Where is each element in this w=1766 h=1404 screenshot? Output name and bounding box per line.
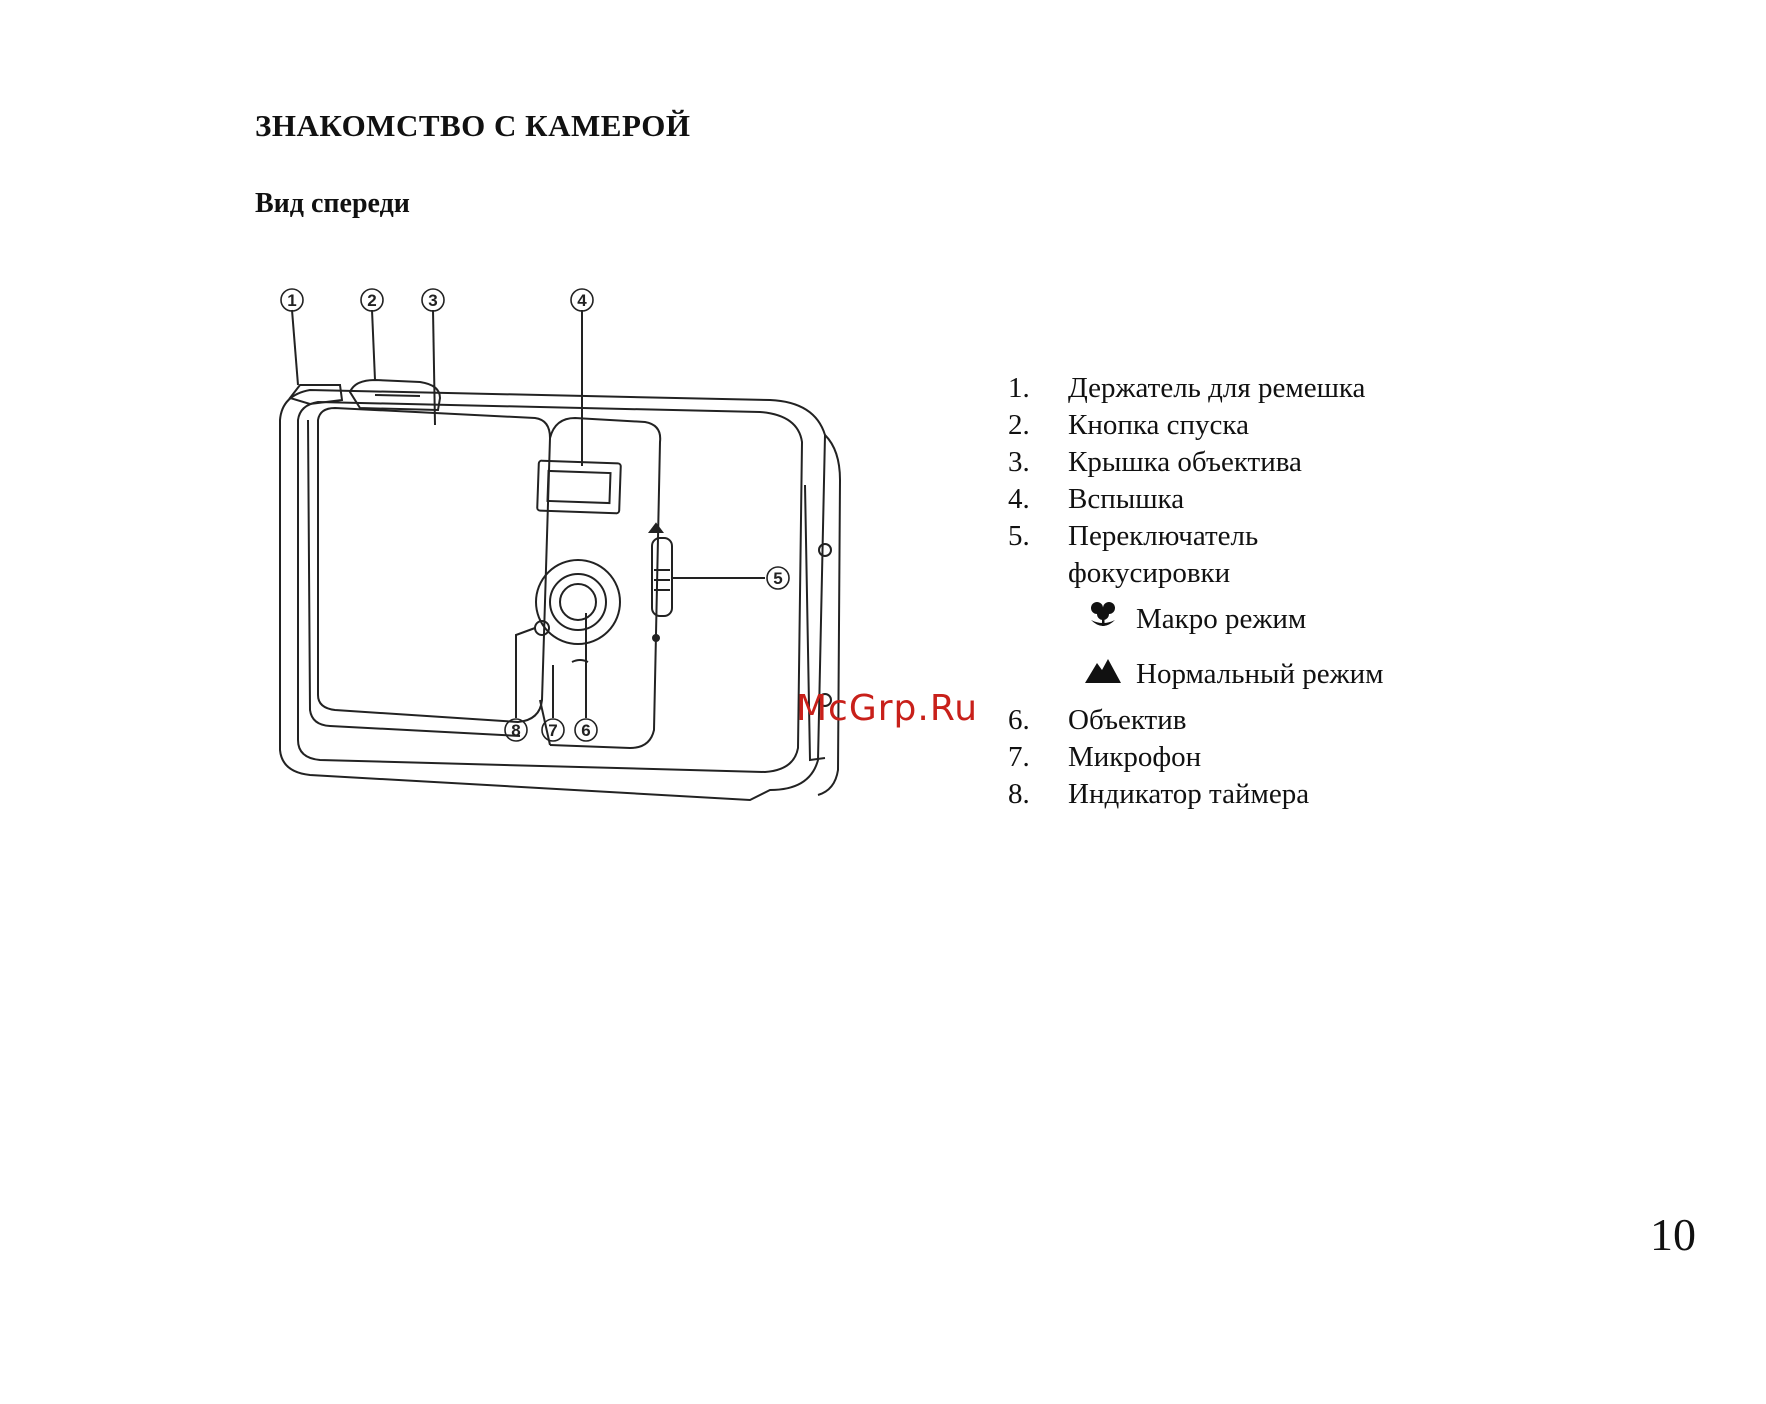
legend-number: 8.	[1008, 776, 1030, 813]
macro-flower-icon	[1083, 598, 1123, 632]
legend-number: 7.	[1008, 739, 1030, 776]
legend-text: Держатель для ремешка	[1068, 372, 1365, 404]
legend-item: 6. Объектив	[1008, 702, 1528, 739]
legend-item: 7. Микрофон	[1008, 739, 1528, 776]
legend-text: Вспышка	[1068, 483, 1184, 515]
legend-sub-item-normal: Нормальный режим	[1008, 647, 1528, 702]
legend-sub-text: Макро режим	[1136, 603, 1306, 635]
page-number: 10	[1650, 1208, 1696, 1261]
legend-number: 4.	[1008, 481, 1030, 518]
legend-item: 8. Индикатор таймера	[1008, 776, 1528, 813]
legend-text: фокусировки	[1068, 557, 1230, 589]
page-title: ЗНАКОМСТВО С КАМЕРОЙ	[255, 108, 690, 144]
legend-item: 1. Держатель для ремешка	[1008, 370, 1528, 407]
camera-front-view-diagram: 1 2 3 4 5 6 7 8	[250, 270, 930, 870]
callout-number: 1	[287, 291, 296, 310]
legend-item: 4. Вспышка	[1008, 481, 1528, 518]
legend-sub-text: Нормальный режим	[1136, 658, 1384, 690]
legend-item: 3. Крышка объектива	[1008, 444, 1528, 481]
watermark: McGrp.Ru	[796, 688, 978, 729]
legend-text: Микрофон	[1068, 741, 1201, 773]
legend-number: 5.	[1008, 518, 1030, 555]
callout-number: 7	[548, 721, 557, 740]
lens-barrel	[550, 574, 606, 630]
legend-text: Крышка объектива	[1068, 446, 1302, 478]
callout-number: 4	[577, 291, 587, 310]
callout-number: 3	[428, 291, 437, 310]
legend-text: Объектив	[1068, 704, 1186, 736]
legend-text: Кнопка спуска	[1068, 409, 1249, 441]
callout-number: 2	[367, 291, 376, 310]
legend-number: 6.	[1008, 702, 1030, 739]
focus-switch	[652, 538, 672, 616]
legend-number: 1.	[1008, 370, 1030, 407]
legend-sub-item-macro: Макро режим	[1008, 592, 1528, 647]
section-title: Вид спереди	[255, 188, 410, 220]
legend-item: 5. Переключатель	[1008, 518, 1528, 555]
legend-number: 3.	[1008, 444, 1030, 481]
parts-legend: 1. Держатель для ремешка 2. Кнопка спуск…	[1008, 370, 1528, 813]
legend-item: 2. Кнопка спуска	[1008, 407, 1528, 444]
callout-number: 8	[511, 721, 520, 740]
mountain-icon	[1083, 653, 1123, 687]
callout-number: 5	[773, 569, 782, 588]
legend-text: Переключатель	[1068, 520, 1258, 552]
legend-number: 2.	[1008, 407, 1030, 444]
legend-text: Индикатор таймера	[1068, 778, 1309, 810]
legend-item-continuation: фокусировки	[1008, 555, 1528, 592]
callout-number: 6	[581, 721, 590, 740]
